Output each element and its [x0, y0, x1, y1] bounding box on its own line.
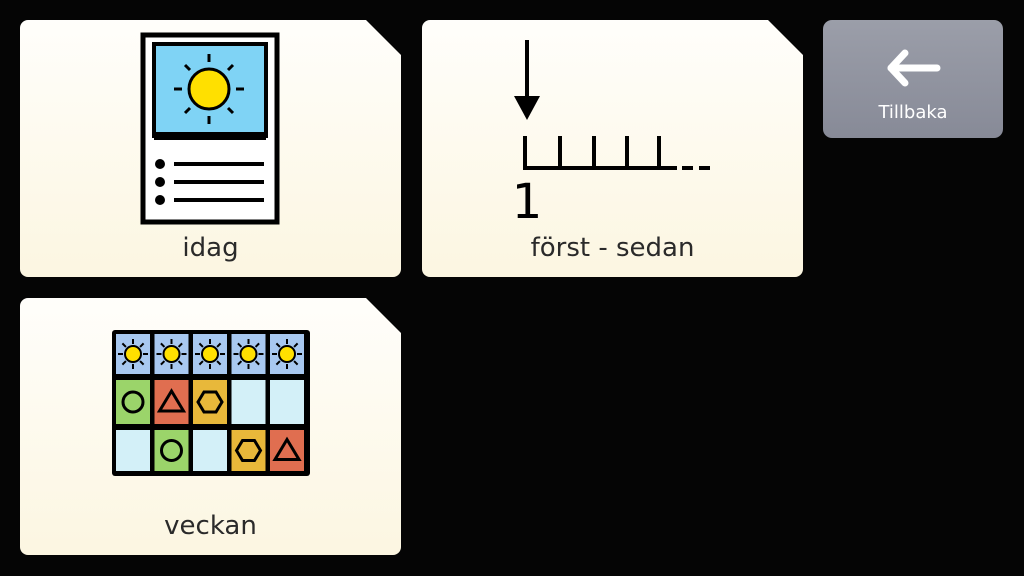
tile-idag[interactable]: idag: [20, 20, 401, 277]
back-button[interactable]: Tillbaka: [823, 20, 1003, 138]
tile-forst-sedan[interactable]: 1 först - sedan: [422, 20, 803, 277]
back-label: Tillbaka: [878, 102, 948, 123]
tile-veckan[interactable]: veckan: [20, 298, 401, 555]
first-number: 1: [512, 174, 543, 228]
tile-label: idag: [182, 233, 239, 263]
tile-label: först - sedan: [530, 233, 695, 263]
daily-schedule-icon: [140, 32, 280, 225]
weekly-schedule-icon: [112, 330, 310, 476]
arrow-left-icon: [887, 49, 941, 87]
tile-label: veckan: [164, 511, 257, 541]
first-then-timeline-icon: 1: [512, 40, 710, 228]
